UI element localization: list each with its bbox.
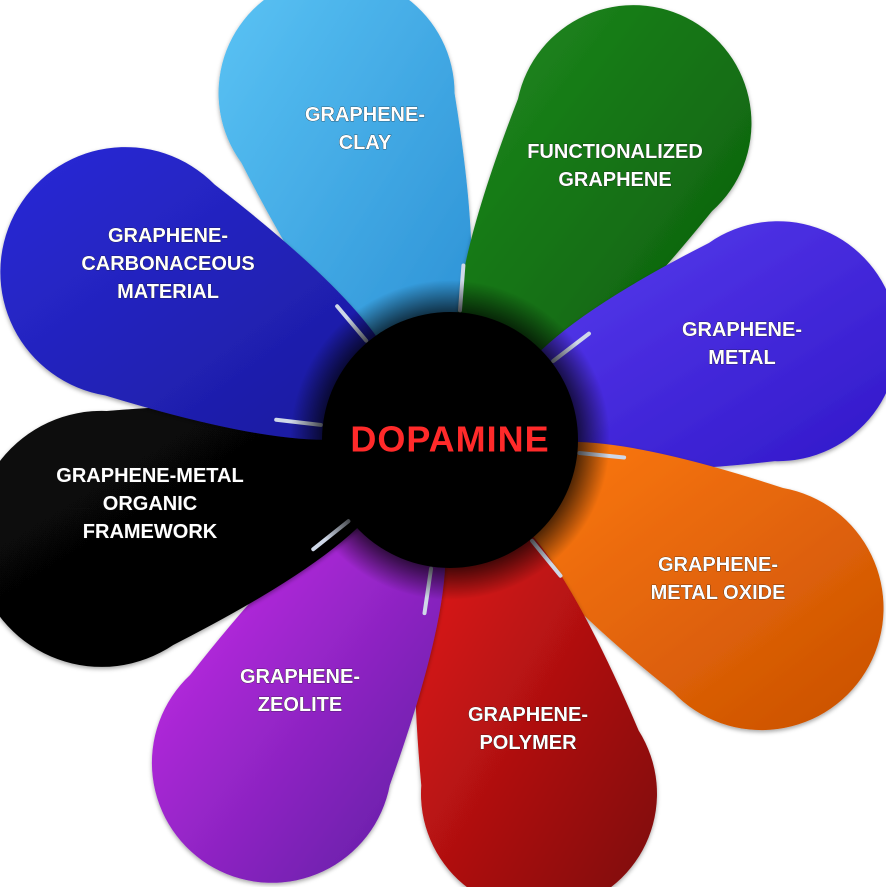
petal-graphene-zeolite [151,487,446,883]
label-graphene-clay: GRAPHENE- CLAY [305,104,425,154]
label-line: MATERIAL [117,281,219,303]
label-line: ORGANIC [103,493,197,515]
label-graphene-metal: GRAPHENE- METAL [682,319,802,369]
petal-graphene-metal-oxide [498,441,884,731]
label-line: GRAPHENE- [305,104,425,126]
label-graphene-metal-oxide: GRAPHENE- METAL OXIDE [651,554,786,604]
label-line: CLAY [339,132,392,154]
label-line: POLYMER [479,732,577,754]
label-line: GRAPHENE- [108,225,228,247]
label-line: GRAPHENE- [240,666,360,688]
label-functionalized-graphene: FUNCTIONALIZED GRAPHENE [527,141,703,191]
label-line: GRAPHENE- [682,319,802,341]
label-line: ZEOLITE [258,694,342,716]
label-graphene-polymer: GRAPHENE- POLYMER [468,704,588,754]
label-graphene-carbonaceous-material: GRAPHENE- CARBONACEOUS MATERIAL [81,225,254,303]
label-line: GRAPHENE- [658,554,778,576]
petal-functionalized-graphene [456,5,752,394]
center-circle [322,312,578,568]
label-line: FUNCTIONALIZED [527,141,703,163]
label-line: CARBONACEOUS [81,253,254,275]
petal-graphene-carbonaceous-material [0,147,401,440]
label-line: FRAMEWORK [83,521,218,543]
center-hub: DOPAMINE [290,280,610,600]
label-line: GRAPHENE- [468,704,588,726]
label-line: GRAPHENE [558,169,671,191]
label-line: METAL [708,347,775,369]
label-group: GRAPHENE- CLAY FUNCTIONALIZED GRAPHENE GRAPH… [56,104,802,755]
label-line: GRAPHENE-METAL [56,465,243,487]
label-graphene-zeolite: GRAPHENE- ZEOLITE [240,666,360,716]
label-graphene-metal-organic-framework: GRAPHENE-METAL ORGANIC FRAMEWORK [56,465,243,543]
label-line: METAL OXIDE [651,582,786,604]
center-label: DOPAMINE [350,419,549,460]
